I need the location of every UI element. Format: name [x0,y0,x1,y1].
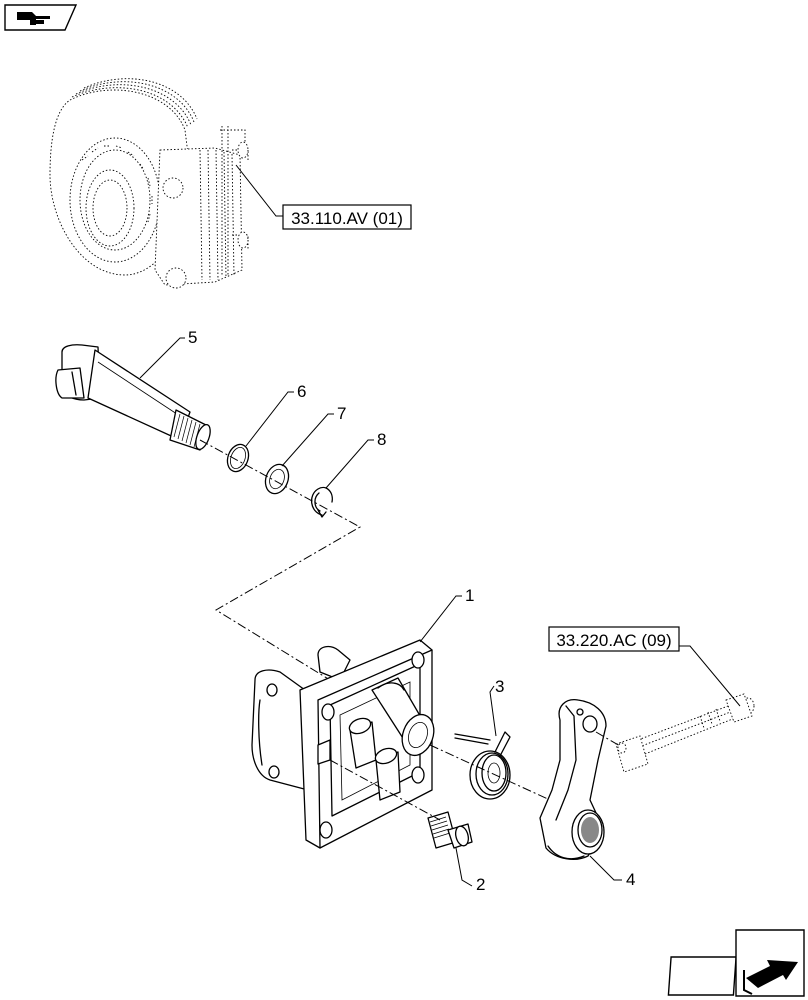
linkage-rod-context [615,693,755,773]
reference-label-right: 33.220.AC (09) [556,631,671,650]
reference-label-top: 33.110.AV (01) [291,209,403,228]
part-5-shaft [55,344,211,451]
callout-8: 8 [325,430,386,489]
book-navigation-icon[interactable] [4,4,78,31]
svg-text:1: 1 [465,586,474,605]
part-8-snap-ring [311,486,333,518]
svg-text:4: 4 [626,870,635,889]
part-3-spring [454,731,511,800]
svg-text:5: 5 [188,328,197,347]
next-page-arrow-icon[interactable] [667,929,805,997]
callout-4: 4 [589,855,635,889]
callout-7: 7 [281,404,346,467]
part-1-housing [251,639,435,849]
part-7-washer [264,463,290,495]
part-2-bolt [427,811,473,849]
callout-2: 2 [455,847,485,894]
reference-33-220-ac[interactable]: 33.220.AC (09) [548,626,741,707]
svg-text:2: 2 [476,875,485,894]
svg-text:8: 8 [377,430,386,449]
svg-text:7: 7 [337,404,346,423]
callout-3: 3 [489,677,504,737]
reference-33-110-av[interactable]: 33.110.AV (01) [235,164,412,230]
hitch-assembly-context [49,78,249,289]
callout-1: 1 [419,586,474,643]
part-4-lever [539,699,607,860]
part-6-o-ring [226,443,250,473]
svg-text:3: 3 [495,677,504,696]
svg-text:6: 6 [297,382,306,401]
callout-5: 5 [139,328,197,379]
callout-6: 6 [245,382,306,447]
